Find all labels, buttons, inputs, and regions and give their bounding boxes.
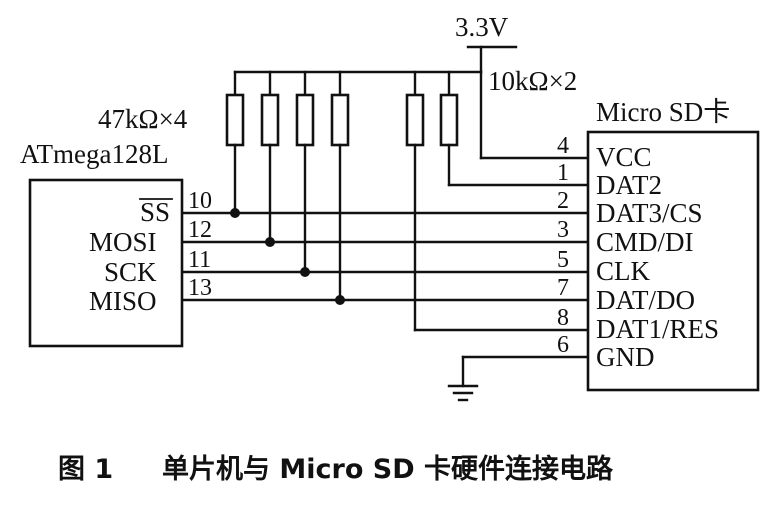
sdcard-block: Micro SD卡 VCC DAT2 DAT3/CS CMD/DI CLK DA… <box>557 97 760 392</box>
sd-pin-number: 4 <box>557 133 569 159</box>
resistor-label-10k: 10kΩ×2 <box>488 66 577 96</box>
sd-pin-number: 1 <box>557 160 569 186</box>
resistor-r2 <box>260 70 280 244</box>
mcu-pin-number: 13 <box>188 275 212 301</box>
supply-label: 3.3V <box>455 12 509 42</box>
supply-rail: 3.3V <box>233 12 518 160</box>
mcu-pin-number: 12 <box>188 217 212 243</box>
mcu-pin-label: MISO <box>89 286 157 316</box>
sd-pin-label: DAT1/RES <box>596 314 719 344</box>
mcu-pin-number: 11 <box>188 247 211 273</box>
sdcard-name: Micro SD卡 <box>596 97 730 127</box>
sd-pin-number: 5 <box>557 247 569 273</box>
mcu-pin-number: 10 <box>188 188 212 214</box>
sd-pin-label: DAT3/CS <box>596 198 703 228</box>
sd-pin-label: CMD/DI <box>596 227 694 257</box>
junction-dot <box>265 237 275 247</box>
resistor-r4 <box>330 70 350 302</box>
sd-pin-number: 2 <box>557 188 569 214</box>
sd-pin-label: DAT2 <box>596 170 662 200</box>
sd-pin-label: DAT/DO <box>596 285 695 315</box>
sd-pin-label: GND <box>596 342 655 372</box>
sd-pin-number: 8 <box>557 305 569 331</box>
figure-caption: 图 1 单片机与 Micro SD 卡硬件连接电路 <box>58 453 614 485</box>
caption-text: 单片机与 Micro SD 卡硬件连接电路 <box>162 453 614 485</box>
sd-pin-label: CLK <box>596 256 651 286</box>
sd-pin-label: VCC <box>596 142 652 172</box>
sd-pin-number: 6 <box>557 332 569 358</box>
resistor-label-47k: 47kΩ×4 <box>98 104 188 134</box>
caption-figure-number: 图 1 <box>58 454 113 485</box>
mcu-block: ATmega128L SS MOSI SCK MISO 10 12 11 13 <box>20 139 212 348</box>
sd-pin-number: 7 <box>557 275 569 301</box>
resistor-r1 <box>225 70 245 215</box>
resistor-r6 <box>439 70 590 187</box>
junction-dot <box>335 295 345 305</box>
ground-symbol <box>447 355 590 402</box>
mcu-name: ATmega128L <box>20 139 168 169</box>
signal-wires <box>180 211 590 302</box>
junction-dot <box>300 267 310 277</box>
mcu-pin-label: MOSI <box>89 227 157 257</box>
resistor-r3 <box>295 70 315 274</box>
sd-pin-number: 3 <box>557 217 569 243</box>
mcu-pin-label: SS <box>140 197 170 227</box>
junction-dot <box>230 208 240 218</box>
mcu-pin-label: SCK <box>104 257 157 287</box>
